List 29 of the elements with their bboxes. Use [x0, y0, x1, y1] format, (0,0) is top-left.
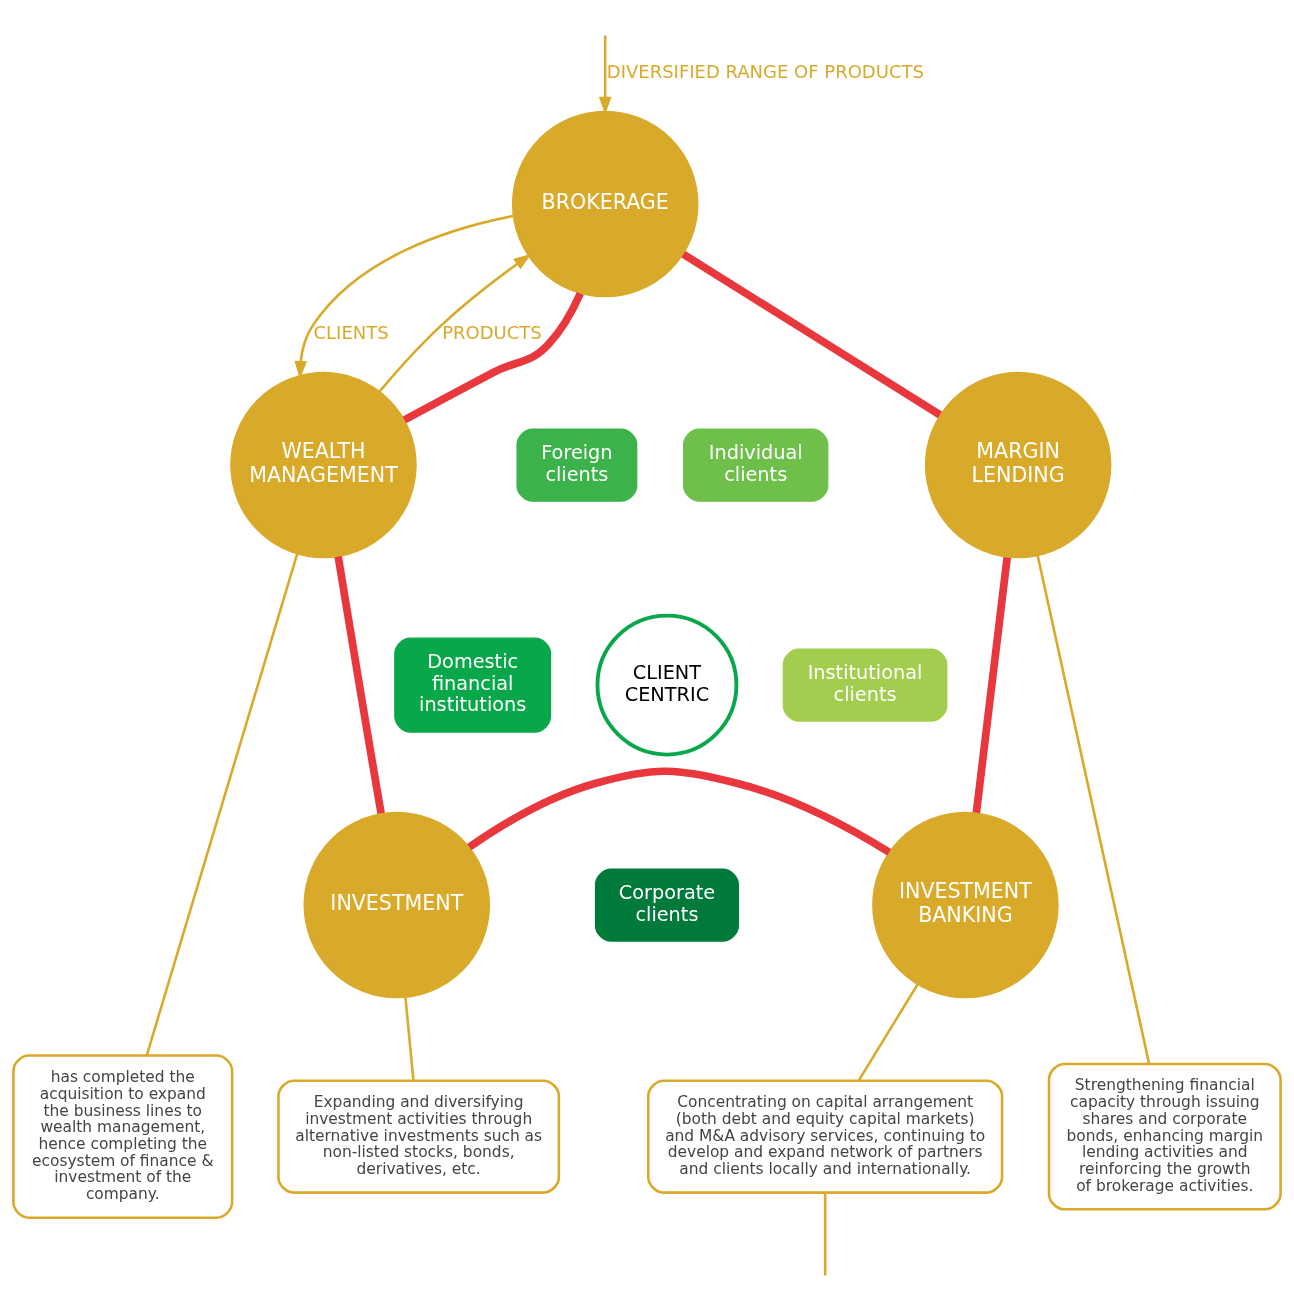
node-circle: WEALTH MANAGEMENT	[230, 371, 417, 558]
connector	[823, 1192, 827, 1275]
connector	[681, 250, 942, 418]
node-box: Individual clients	[683, 427, 829, 502]
node-box: Foreign clients	[516, 427, 638, 502]
edge-label: PRODUCTS	[442, 321, 542, 343]
arrow	[378, 253, 532, 392]
node-circle: CLIENT CENTRIC	[595, 613, 739, 756]
connector	[334, 555, 385, 814]
node-box: Institutional clients	[782, 647, 948, 722]
node-circle: INVESTMENT BANKING	[872, 811, 1059, 998]
connector	[972, 556, 1011, 813]
node-box: has completed the acquisition to expand the business lines to wealth management, hence completing the ecosystem of finance & investment of the company.	[12, 1053, 234, 1219]
node-box: Strengthening financial capacity through issuing shares and corporate bonds, enhancing margin lending activities and reinforcing the growth of brokerage activities.	[1047, 1062, 1282, 1211]
connector	[857, 983, 919, 1081]
node-circle: MARGIN LENDING	[924, 371, 1112, 558]
connector	[1036, 555, 1151, 1064]
connector	[404, 996, 415, 1081]
connector	[402, 291, 584, 423]
node-box: Domestic financial institutions	[394, 637, 552, 733]
edge-label: CLIENTS	[313, 321, 389, 343]
connector	[145, 553, 299, 1056]
arrow	[294, 214, 514, 379]
node-circle: INVESTMENT	[303, 811, 491, 998]
edge-label: DIVERSIFIED RANGE OF PRODUCTS	[606, 60, 924, 82]
node-box: Expanding and diversifying investment activities through alternative investments such as non-listed stocks, bonds, derivatives, etc.	[277, 1078, 561, 1194]
node-box: Corporate clients	[594, 867, 739, 942]
connector	[467, 766, 892, 855]
node-box: Concentrating on capital arrangement (both debt and equity capital markets) and M&A advisory services, continuing to develop and expand network of partners and clients locally and internationally.	[647, 1078, 1004, 1194]
